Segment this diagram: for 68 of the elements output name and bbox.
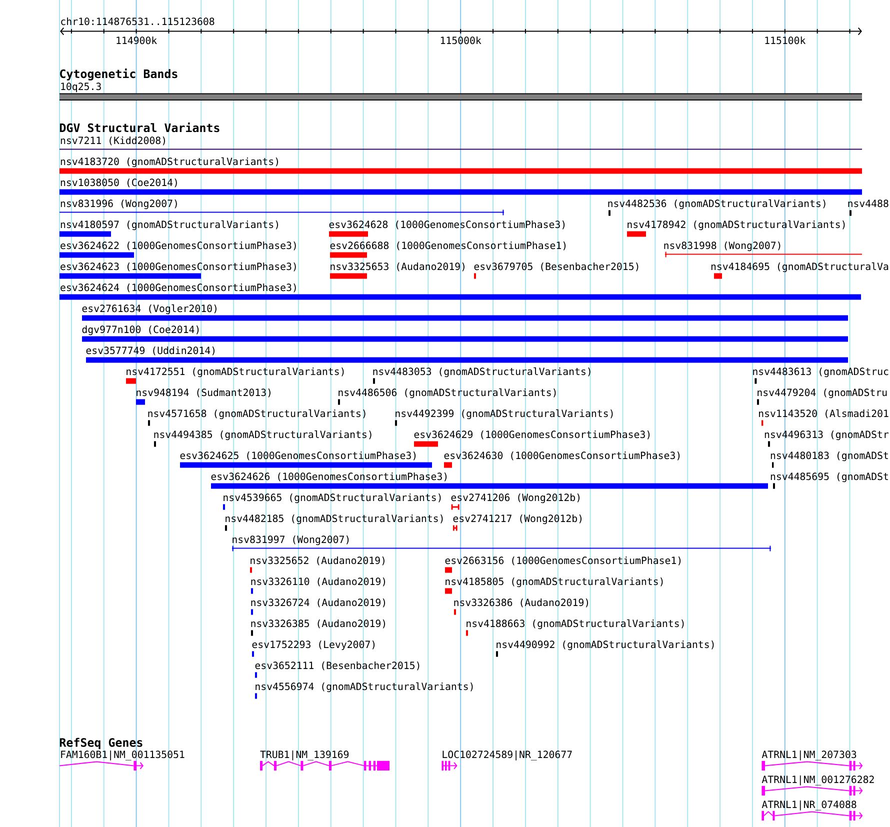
gene-label: LOC102724589|NR_120677 [442, 750, 572, 760]
variant-label: nsv4494385 (gnomADStructuralVariants) [154, 430, 372, 440]
variant-label: nsv3326724 (Audano2019) [251, 598, 386, 608]
variant-label: nsv4479204 (gnomADStru [758, 388, 887, 398]
gene-label: ATRNL1|NM_207303 [762, 750, 856, 760]
variant-label: nsv4486506 (gnomADStructuralVariants) [338, 388, 556, 398]
tick-label: 114900k [116, 36, 157, 44]
variant-label: nsv4483613 (gnomADStruc [753, 368, 888, 378]
variant-label: nsv3325652 (Audano2019) [250, 556, 384, 566]
variant-label: nsv4556974 (gnomADStructuralVariants) [256, 682, 473, 692]
variant-label: nsv3325653 (Audano2019) [330, 262, 464, 272]
variant-label: esv3679705 (Besenbacher2015) [474, 262, 638, 272]
variant-label: nsv4482536 (gnomADStructuralVariants) [608, 199, 826, 210]
variant-label: nsv4482185 (gnomADStructuralVariants) [226, 514, 443, 524]
variant-label: nsv831997 (Wong2007) [232, 536, 349, 546]
variant-label: nsv4184695 (gnomADStructuralVa [711, 262, 888, 272]
variant-label: nsv948194 (Sudmant2013) [136, 388, 270, 398]
variant-label: nsv4183720 (gnomADStructuralVariants) [60, 157, 278, 168]
variant-label: nsv4180597 (gnomADStructuralVariants) [60, 220, 278, 230]
variant-label: nsv1143520 (Alsmadi201 [759, 409, 888, 418]
variant-label: nsv4490992 (gnomADStructuralVariants) [496, 640, 714, 650]
track-title: RefSeq Genes [60, 738, 142, 750]
variant-label: esv2666688 (1000GenomesConsortiumPhase1) [330, 242, 566, 250]
track-title: Cytogenetic Bands [60, 68, 178, 80]
variant-label: nsv4488 [848, 200, 888, 208]
variant-label: nsv3326110 (Audano2019) [251, 578, 386, 586]
variant-label: nsv4571658 (gnomADStructuralVariants) [148, 409, 366, 420]
variant-label: esv3577749 (Uddin2014) [86, 346, 214, 356]
variant-label: nsv4492399 (gnomADStructuralVariants) [396, 409, 613, 420]
tick-label: 115100k [765, 36, 806, 44]
gene-label: FAM160B1|NM_001135051 [61, 750, 184, 760]
variant-label: esv3624628 (1000GenomesConsortiumPhase3) [329, 220, 565, 230]
variant-label: nsv4172551 (gnomADStructuralVariants) [126, 367, 344, 378]
variant-label: nsv4188663 (gnomADStructuralVariants) [466, 619, 684, 630]
variant-label: nsv4483053 (gnomADStructuralVariants) [373, 367, 590, 378]
variant-label: esv1752293 (Levy2007) [252, 640, 375, 650]
variant-label: esv3624629 (1000GenomesConsortiumPhase3) [414, 430, 650, 440]
band-label: 10q25.3 [61, 82, 101, 92]
variant-label: nsv4539665 (gnomADStructuralVariants) [224, 493, 441, 504]
variant-label: nsv1038050 (Coe2014) [60, 178, 177, 188]
location-label: chr10:114876531..115123608 [61, 18, 214, 26]
variant-label: esv2741217 (Wong2012b) [453, 514, 582, 524]
variant-label: nsv4185805 (gnomADStructuralVariants) [446, 577, 663, 588]
variant-label: esv3624625 (1000GenomesConsortiumPhase3) [180, 452, 416, 460]
variant-label: esv3624624 (1000GenomesConsortiumPhase3) [60, 284, 296, 292]
variant-label: nsv3326385 (Audano2019) [251, 620, 386, 628]
variant-label: nsv831996 (Wong2007) [60, 200, 177, 210]
gene-label: ATRNL1|NM_001276282 [762, 775, 874, 786]
variant-label: nsv4480183 (gnomADSt [770, 452, 888, 462]
variant-label: esv2663156 (1000GenomesConsortiumPhase1) [445, 556, 681, 566]
variant-label: nsv7211 (Kidd2008) [60, 136, 165, 146]
variant-label: esv3624626 (1000GenomesConsortiumPhase3) [211, 472, 447, 482]
variant-label: nsv4178942 (gnomADStructuralVariants) [628, 220, 845, 230]
variant-label: nsv4485695 (gnomADSt [770, 472, 888, 482]
variant-label: dgv977n100 (Coe2014) [82, 326, 199, 336]
variant-label: nsv4496313 (gnomADStr [764, 430, 889, 440]
track-title: DGV Structural Variants [60, 122, 220, 132]
tick-label: 115000k [440, 36, 482, 44]
variant-label: esv2741206 (Wong2012b) [451, 494, 580, 504]
variant-label: esv2761634 (Vogler2010) [82, 304, 216, 314]
variant-label: nsv3326386 (Audano2019) [454, 598, 588, 608]
gene-label: ATRNL1|NR_074088 [762, 800, 856, 810]
variant-label: nsv831998 (Wong2007) [664, 242, 780, 252]
variant-label: esv3624630 (1000GenomesConsortiumPhase3) [444, 452, 680, 460]
variant-label: esv3624623 (1000GenomesConsortiumPhase3) [60, 262, 296, 272]
variant-label: esv3624622 (1000GenomesConsortiumPhase3) [60, 242, 296, 250]
gene-label: TRUB1|NM_139169 [260, 750, 349, 760]
variant-label: esv3652111 (Besenbacher2015) [255, 662, 420, 670]
